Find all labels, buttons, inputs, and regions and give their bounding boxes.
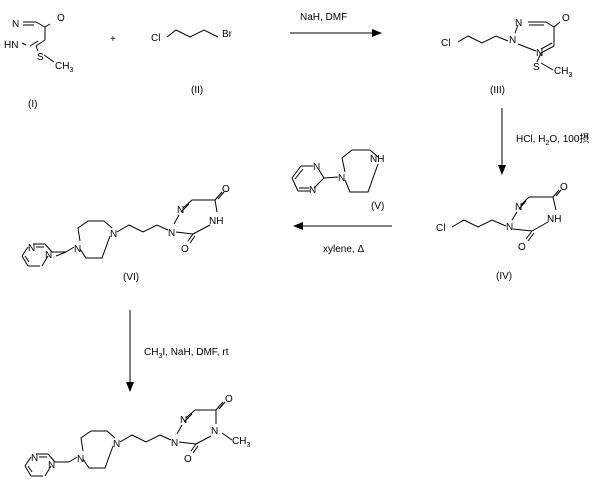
compound-i-label: (I) [28, 99, 37, 110]
compound-final-bonds [24, 401, 233, 477]
compound-iv-oxygen-top: O [560, 182, 568, 193]
compound-iv-bonds [451, 189, 562, 242]
compound-i-methyl: CH3 [55, 61, 73, 74]
compound-i-nitrogen: N [12, 19, 19, 30]
compound-vi-n-piperazine-2: N [110, 229, 117, 240]
compound-final: N N N N N N N CH3 O O [24, 394, 250, 477]
compound-iii-bonds [457, 21, 561, 71]
compound-v: NH N N N (V) [291, 149, 384, 212]
compound-iii-chlorine: Cl [441, 38, 450, 49]
plus-sign: + [110, 34, 116, 45]
compound-v-bonds [291, 149, 379, 193]
compound-iv-n-top: N [515, 202, 522, 213]
compound-vi-n-ring: N [168, 228, 175, 239]
compound-v-n-pyrimidine-2: N [309, 185, 316, 196]
compound-vi-label: (VI) [123, 272, 139, 283]
compound-vi: N N N N N N NH O O (VI) [21, 184, 230, 283]
compound-iii-n-imine: N [536, 48, 543, 59]
final-n-pyrimidine-2: N [48, 460, 55, 471]
final-oxygen-bottom: O [184, 454, 192, 465]
conditions-step-3: xylene, Δ [323, 244, 364, 255]
compound-vi-n-pyrimidine-1: N [28, 243, 35, 254]
compound-iv-label: (IV) [496, 271, 512, 282]
compound-iv: Cl N N NH O O (IV) [436, 182, 568, 282]
conditions-step-2: HCl, H2O, 100摂 [516, 132, 589, 147]
compound-iv-nh: NH [547, 214, 561, 225]
final-oxygen-top: O [225, 394, 233, 405]
compound-vi-bonds [21, 191, 225, 267]
compound-i-oxygen: O [57, 13, 65, 24]
compound-v-n-piperazine: N [338, 173, 345, 184]
arrow-step-1 [290, 29, 382, 37]
arrow-step-4 [126, 310, 134, 392]
compound-iii-n-ring: N [509, 35, 516, 46]
final-n-methyl: N [211, 426, 218, 437]
compound-i-nh: HN [4, 40, 18, 51]
arrow-step-2 [498, 108, 506, 175]
compound-vi-nh: NH [209, 216, 223, 227]
compound-iii-n-top: N [515, 18, 522, 29]
final-n-piperazine-2: N [113, 439, 120, 450]
final-methyl: CH3 [232, 436, 250, 449]
final-n-pyrimidine-1: N [31, 453, 38, 464]
compound-ii-bromine: Br [222, 29, 233, 40]
compound-i-sulfur: S [37, 52, 44, 63]
compound-vi-oxygen-bottom: O [181, 244, 189, 255]
compound-v-nh: NH [370, 154, 384, 165]
compound-vi-n-piperazine-1: N [74, 244, 81, 255]
compound-ii-chlorine: Cl [151, 33, 160, 44]
compound-vi-oxygen-top: O [222, 184, 230, 195]
compound-iii-methyl: CH3 [554, 66, 572, 79]
compound-iii: Cl N N N O S CH3 (III) [441, 13, 572, 96]
compound-iii-sulfur: S [533, 62, 540, 73]
compound-vi-n-top: N [177, 205, 184, 216]
compound-i-bonds [21, 21, 55, 63]
arrow-step-3 [293, 222, 392, 230]
compound-ii-chain [166, 29, 219, 38]
compound-iv-chlorine: Cl [436, 223, 445, 234]
compound-v-n-pyrimidine-1: N [313, 162, 320, 173]
compound-iii-label: (III) [490, 85, 505, 96]
final-n-ring: N [171, 438, 178, 449]
conditions-step-1: NaH, DMF [300, 12, 347, 23]
compound-vi-n-pyrimidine-2: N [45, 250, 52, 261]
compound-i: O N HN S CH3 (I) [4, 13, 73, 110]
compound-ii-label: (II) [191, 85, 203, 96]
compound-iii-oxygen: O [562, 13, 570, 24]
final-n-piperazine-1: N [77, 454, 84, 465]
compound-ii: Cl Br (II) [151, 29, 233, 96]
conditions-step-4: CH3I, NaH, DMF, rt [144, 347, 229, 360]
compound-iv-oxygen-bottom: O [518, 242, 526, 253]
final-n-top: N [180, 415, 187, 426]
compound-iv-n-ring: N [506, 222, 513, 233]
compound-v-label: (V) [371, 201, 384, 212]
